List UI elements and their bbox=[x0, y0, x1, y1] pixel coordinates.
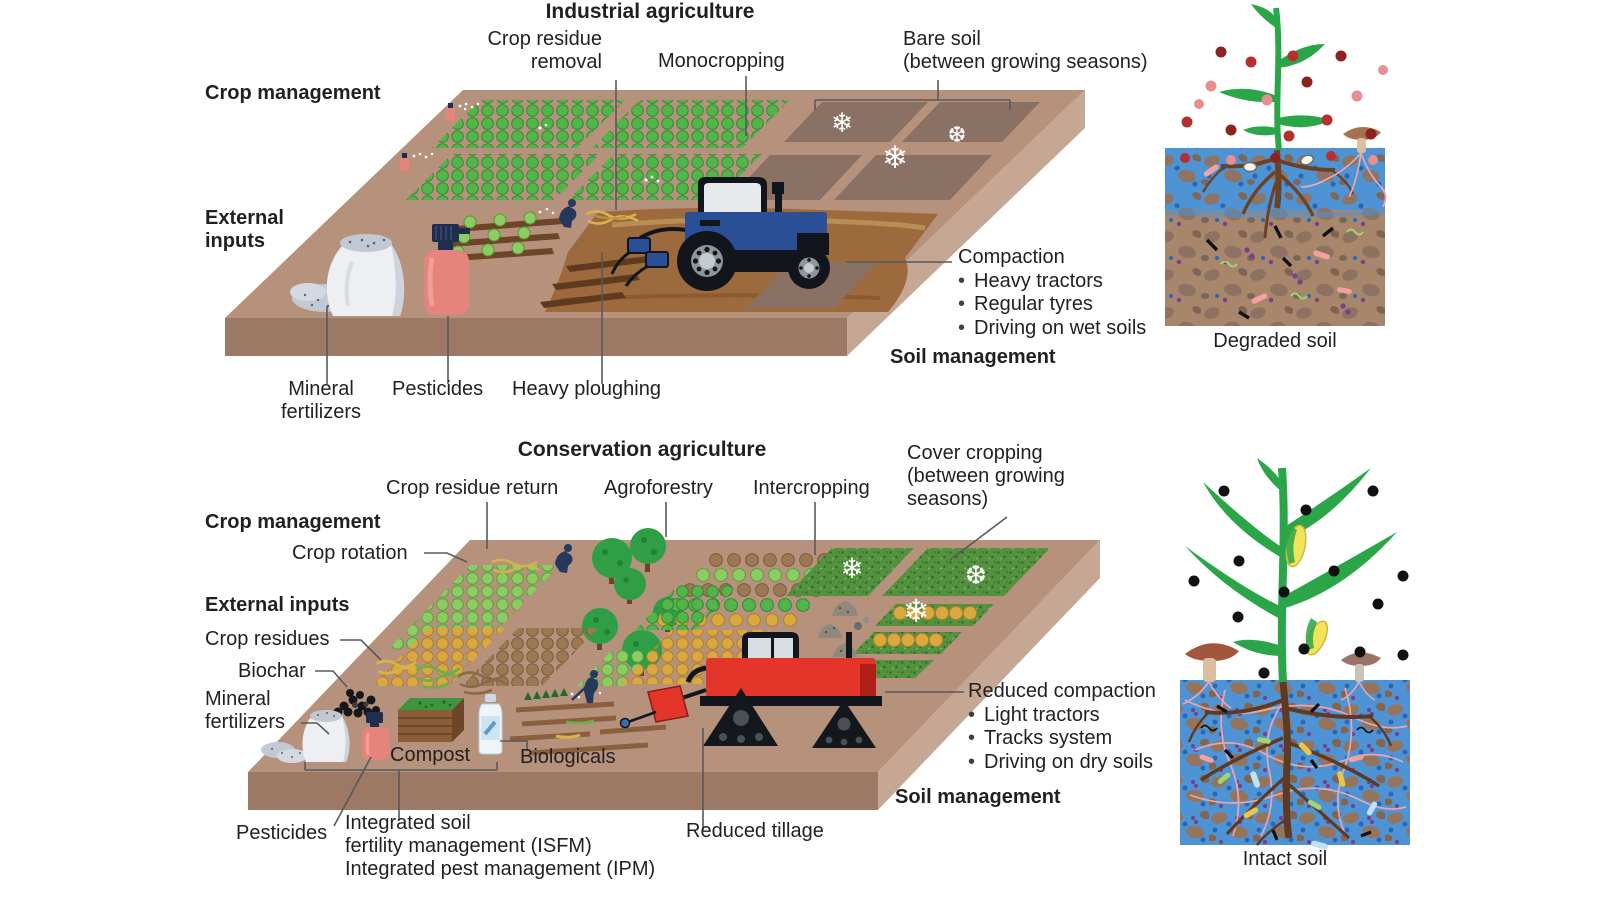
degraded-soil-illustration bbox=[1165, 4, 1388, 326]
reduced-tillage-plough bbox=[619, 685, 707, 729]
degraded-soil-caption: Degraded soil bbox=[1213, 330, 1337, 352]
agroforestry-label: Agroforestry bbox=[604, 477, 713, 499]
bullet-icon: • bbox=[968, 750, 976, 773]
sprayer-icon bbox=[400, 152, 434, 171]
industrial-field: ❄ ❆ ❄ bbox=[225, 90, 1085, 356]
field-front-face bbox=[225, 318, 847, 356]
compost-crate-icon bbox=[398, 698, 464, 742]
biologicals-bottle-icon bbox=[478, 694, 503, 755]
mushroom-icon bbox=[1182, 643, 1239, 709]
compaction-list: Compaction •Heavy tractors •Regular tyre… bbox=[958, 246, 1146, 340]
snowflake-icon: ❄ bbox=[840, 552, 863, 585]
mushroom-icon bbox=[1340, 652, 1381, 701]
intact-roots bbox=[1187, 681, 1393, 846]
bare-soil-label: Bare soil (between growing seasons) bbox=[903, 28, 1148, 73]
conservation-title: Conservation agriculture bbox=[517, 438, 767, 461]
pesticide-bottle-icon bbox=[424, 224, 470, 315]
list-item: •Driving on wet soils bbox=[958, 316, 1147, 339]
rotation-patches bbox=[372, 585, 770, 686]
heavy-ploughing-label: Heavy ploughing bbox=[512, 378, 661, 400]
bullet-icon: • bbox=[968, 727, 976, 749]
conservation-mineral-fertilizers-label: Mineral fertilizers bbox=[205, 688, 286, 733]
conservation-crop-management-heading: Crop management bbox=[205, 511, 381, 533]
conservation-external-inputs-heading: External inputs bbox=[205, 594, 350, 616]
field-side-face bbox=[878, 540, 1100, 810]
biochar-pile-icon bbox=[333, 689, 380, 718]
plough-implement bbox=[610, 227, 687, 287]
list-item: •Driving on dry soils bbox=[968, 750, 1153, 773]
pesticides-label: Pesticides bbox=[392, 378, 484, 400]
crop-residue-removal-label: Crop residue removal bbox=[487, 28, 602, 73]
industrial-external-inputs-heading: External inputs bbox=[205, 207, 284, 252]
crop-residue-return-label: Crop residue return bbox=[386, 477, 559, 499]
soil-organisms bbox=[1203, 154, 1364, 320]
industrial-crop-management-heading: Crop management bbox=[205, 82, 381, 104]
snowflake-icon: ❄ bbox=[882, 140, 908, 176]
snowflake-icon: ❄ bbox=[831, 108, 854, 139]
fertilizer-bag-icon bbox=[290, 234, 405, 316]
monocropping-label: Monocropping bbox=[658, 50, 785, 72]
list-item: •Tracks system bbox=[968, 727, 1113, 749]
bullet-icon: • bbox=[968, 703, 976, 726]
straw-pile bbox=[491, 558, 540, 574]
bullet-icon: • bbox=[958, 316, 966, 339]
list-item: •Light tractors bbox=[968, 703, 1100, 726]
bullet-icon: • bbox=[958, 293, 966, 315]
list-item: •Regular tyres bbox=[958, 293, 1093, 315]
crop-rotation-label: Crop rotation bbox=[292, 542, 408, 564]
snowflake-icon: ❄ bbox=[903, 592, 930, 630]
beneficial-dots bbox=[1188, 485, 1409, 679]
snowflake-icon: ❆ bbox=[948, 123, 966, 148]
list-item: •Heavy tractors bbox=[958, 269, 1103, 292]
mineral-fertilizers-label: Mineral fertilizers bbox=[280, 378, 361, 423]
intact-soil-caption: Intact soil bbox=[1242, 848, 1328, 870]
cover-cropping-patches: ❄ ❆ ❄ bbox=[786, 548, 1050, 678]
vegetable-rows bbox=[441, 207, 564, 262]
isfm-ipm-label: Integrated soil fertility management (IS… bbox=[345, 812, 656, 880]
red-tractor-icon bbox=[619, 617, 882, 748]
intercropping-label: Intercropping bbox=[753, 477, 870, 499]
biologicals-label: Biologicals bbox=[520, 746, 616, 768]
conservation-field: ❄ ❆ ❄ bbox=[248, 528, 1100, 810]
farmer-figure bbox=[571, 670, 598, 703]
snowflake-icon: ❆ bbox=[965, 561, 987, 591]
blue-tractor-icon bbox=[677, 177, 830, 291]
crop-residues-label: Crop residues bbox=[205, 628, 330, 650]
field-front-face bbox=[248, 772, 878, 810]
reduced-tillage-label: Reduced tillage bbox=[686, 820, 824, 842]
biochar-label: Biochar bbox=[238, 660, 306, 682]
fertilizer-bag-icon bbox=[261, 710, 350, 763]
compost-label: Compost bbox=[390, 744, 471, 766]
reduced-compaction-title: Reduced compaction bbox=[968, 680, 1156, 702]
intact-soil-illustration bbox=[1180, 458, 1410, 850]
pathogen-dots bbox=[1180, 46, 1388, 165]
farmer-figure bbox=[555, 544, 573, 573]
cover-cropping-label: Cover cropping (between growing seasons) bbox=[907, 442, 1065, 510]
conservation-soil-management-heading: Soil management bbox=[895, 786, 1061, 808]
reduced-compaction-list: Reduced compaction •Light tractors •Trac… bbox=[968, 680, 1156, 774]
crop-residue-squiggles bbox=[375, 659, 507, 695]
farmer-figure bbox=[559, 199, 577, 228]
sprayer-icon bbox=[446, 102, 480, 121]
intact-plant bbox=[1185, 458, 1397, 683]
soil-organisms bbox=[1199, 702, 1378, 850]
reduced-tillage-rows bbox=[509, 688, 667, 756]
leader-lines bbox=[301, 76, 1011, 830]
conservation-pesticides-label: Pesticides bbox=[236, 822, 328, 844]
pesticide-bottle-icon bbox=[362, 712, 390, 760]
field-side-face bbox=[847, 90, 1085, 356]
industrial-soil-management-heading: Soil management bbox=[890, 346, 1056, 368]
bullet-icon: • bbox=[958, 269, 966, 292]
industrial-title: Industrial agriculture bbox=[545, 0, 755, 23]
compaction-title: Compaction bbox=[958, 246, 1065, 268]
straw-pile bbox=[585, 210, 639, 225]
